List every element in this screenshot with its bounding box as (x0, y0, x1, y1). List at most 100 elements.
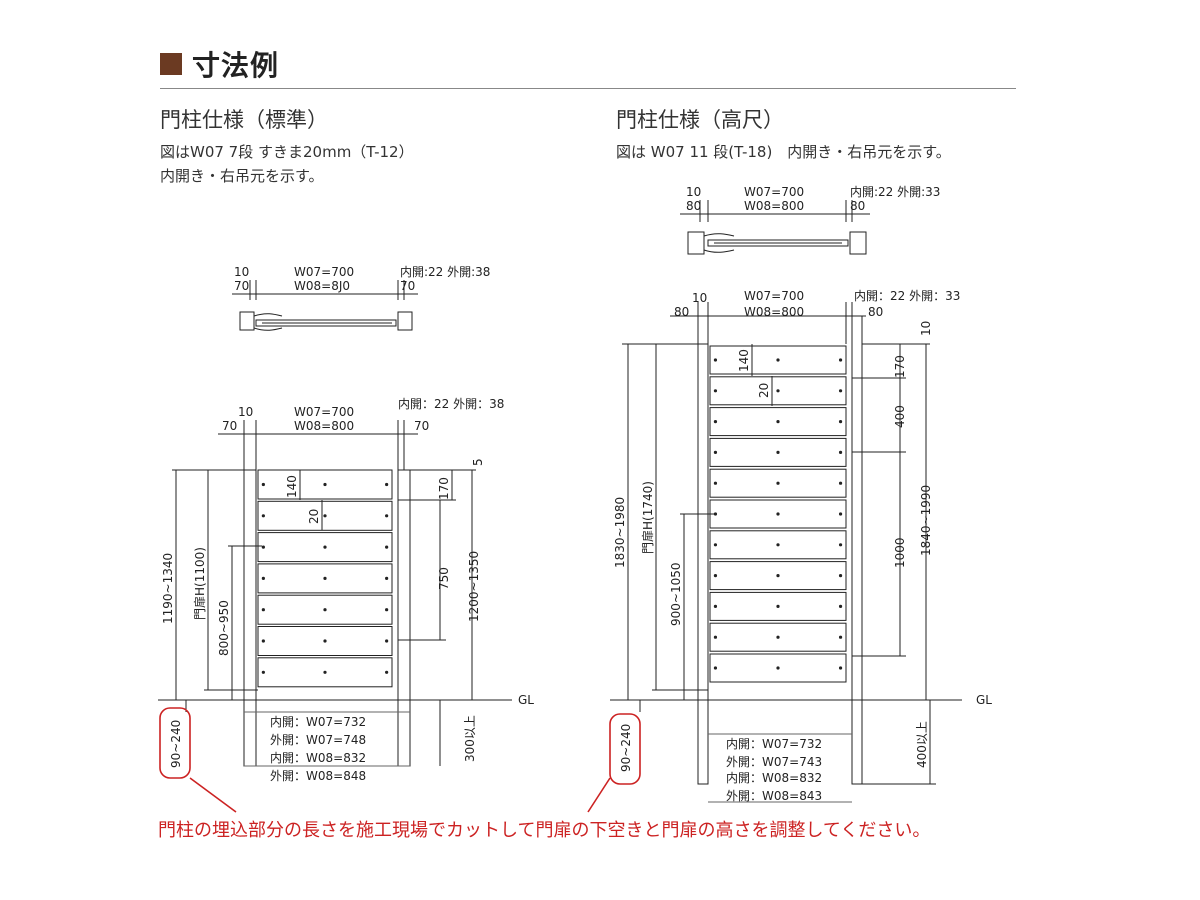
tall-heading: 門柱仕様（高尺） (616, 108, 784, 132)
tall-plan-view (680, 200, 870, 255)
tall-elev-open: 内開：22 外開：33 (854, 289, 960, 303)
tall-plan-80: 80 (686, 199, 701, 213)
tall-width-1: 内開：W07=732 (726, 737, 822, 751)
standard-screw (385, 514, 389, 518)
std-dim-1200-1350: 1200~1350 (467, 551, 481, 622)
tall-elev-w08: W08=800 (744, 305, 804, 319)
tall-screw (713, 543, 718, 547)
tall-description: 図は W07 11 段(T-18) 内開き・右吊元を示す。 (616, 140, 951, 164)
standard-screw (261, 639, 265, 643)
standard-screw (385, 670, 389, 674)
std-elev-w07: W07=700 (294, 405, 354, 419)
std-dim-90-240: 90~240 (169, 720, 183, 768)
std-width-2: 外開：W07=748 (270, 733, 366, 747)
std-plan-w08: W08=8J0 (294, 279, 350, 293)
tall-elev-w07: W07=700 (744, 289, 804, 303)
tall-screw (713, 358, 718, 362)
tall-elev-right-80: 80 (868, 305, 883, 319)
tall-dim-10: 10 (919, 321, 933, 336)
red-callouts (159, 707, 641, 813)
standard-screw (261, 670, 265, 674)
standard-screw (385, 482, 389, 487)
tall-plan-right-80: 80 (850, 199, 865, 213)
tall-slat (709, 376, 847, 406)
tall-screw (713, 420, 718, 424)
tall-plan-10: 10 (686, 185, 701, 199)
tall-plan-w08: W08=800 (744, 199, 804, 213)
tall-screw (838, 450, 843, 454)
standard-screw (385, 576, 389, 581)
std-dim-170: 170 (437, 477, 451, 500)
tall-width-3: 内開：W08=832 (726, 771, 822, 785)
standard-description: 図はW07 7段 すきま20mm（T-12） 内開き・右吊元を示す。 (160, 140, 414, 188)
tall-slat (709, 530, 847, 560)
tall-screw (713, 389, 718, 393)
footnote: 門柱の埋込部分の長さを施工現場でカットして門扉の下空きと門扉の高さを調整してくだ… (158, 820, 931, 841)
tall-screw (776, 512, 780, 516)
tall-screw (713, 450, 718, 454)
std-width-1: 内開：W07=732 (270, 715, 366, 729)
std-elev-10: 10 (238, 405, 253, 419)
tall-screw (838, 358, 843, 362)
tall-screw (776, 420, 780, 424)
tall-slat (709, 345, 847, 375)
tall-dim-400: 400 (893, 405, 907, 428)
tall-dim-170: 170 (893, 355, 907, 378)
standard-desc-line1: 図はW07 7段 すきま20mm（T-12） (160, 143, 414, 161)
std-dim-750: 750 (437, 567, 451, 590)
tall-dim-900-1050: 900~1050 (669, 563, 683, 627)
tall-plan-w07: W07=700 (744, 185, 804, 199)
tall-width-2: 外開：W07=743 (726, 755, 822, 769)
tall-elev-10: 10 (692, 291, 707, 305)
tall-slat (709, 468, 847, 498)
std-width-3: 内開：W08=832 (270, 751, 366, 765)
standard-screw (261, 482, 265, 487)
tall-slat (709, 561, 847, 591)
standard-screw (323, 670, 327, 674)
std-dim-20: 20 (307, 509, 321, 524)
std-gl-label: GL (518, 693, 534, 707)
std-plan-70: 70 (234, 279, 249, 293)
tall-screw (776, 450, 780, 454)
standard-screw (323, 514, 327, 518)
tall-screw (838, 420, 843, 424)
tall-dim-1000: 1000 (893, 537, 907, 568)
standard-heading: 門柱仕様（標準） (160, 108, 328, 132)
standard-screw (385, 639, 389, 643)
tall-dim-20: 20 (757, 383, 771, 398)
std-plan-open: 内開:22 外開:38 (400, 265, 490, 279)
tall-elevation-view (610, 302, 962, 803)
standard-screw (323, 608, 327, 612)
tall-elev-80: 80 (674, 305, 689, 319)
tall-screw (713, 604, 718, 609)
tall-desc-line1: 図は W07 11 段(T-18) 内開き・右吊元を示す。 (616, 143, 951, 161)
tall-dim-1830-1980: 1830~1980 (613, 497, 627, 568)
standard-screw (385, 545, 389, 549)
tall-slat-group (709, 345, 847, 683)
tall-screw (713, 666, 718, 670)
std-plan-w07: W07=700 (294, 265, 354, 279)
tall-screw (776, 635, 780, 639)
standard-elevation-view (158, 420, 512, 767)
standard-desc-line2: 内開き・右吊元を示す。 (160, 167, 324, 185)
std-dim-1190-1340: 1190~1340 (161, 553, 175, 624)
tall-slat (709, 407, 847, 437)
std-dim-800-950: 800~950 (217, 600, 231, 656)
standard-screw (261, 514, 265, 518)
page-title: 寸法例 (192, 49, 280, 82)
standard-slat (257, 626, 393, 656)
standard-slat (257, 469, 393, 500)
standard-slat (257, 532, 393, 563)
standard-slat (257, 657, 393, 688)
standard-screw (323, 576, 327, 581)
std-dim-300: 300以上 (463, 715, 477, 762)
tall-screw (838, 481, 843, 485)
tall-width-4: 外開：W08=843 (726, 789, 822, 803)
tall-slat (709, 653, 847, 683)
tall-screw (838, 574, 843, 578)
tall-screw (838, 604, 843, 609)
std-plan-10: 10 (234, 265, 249, 279)
tall-screw (713, 574, 718, 578)
tall-screw (838, 666, 843, 670)
tall-screw (838, 512, 843, 516)
